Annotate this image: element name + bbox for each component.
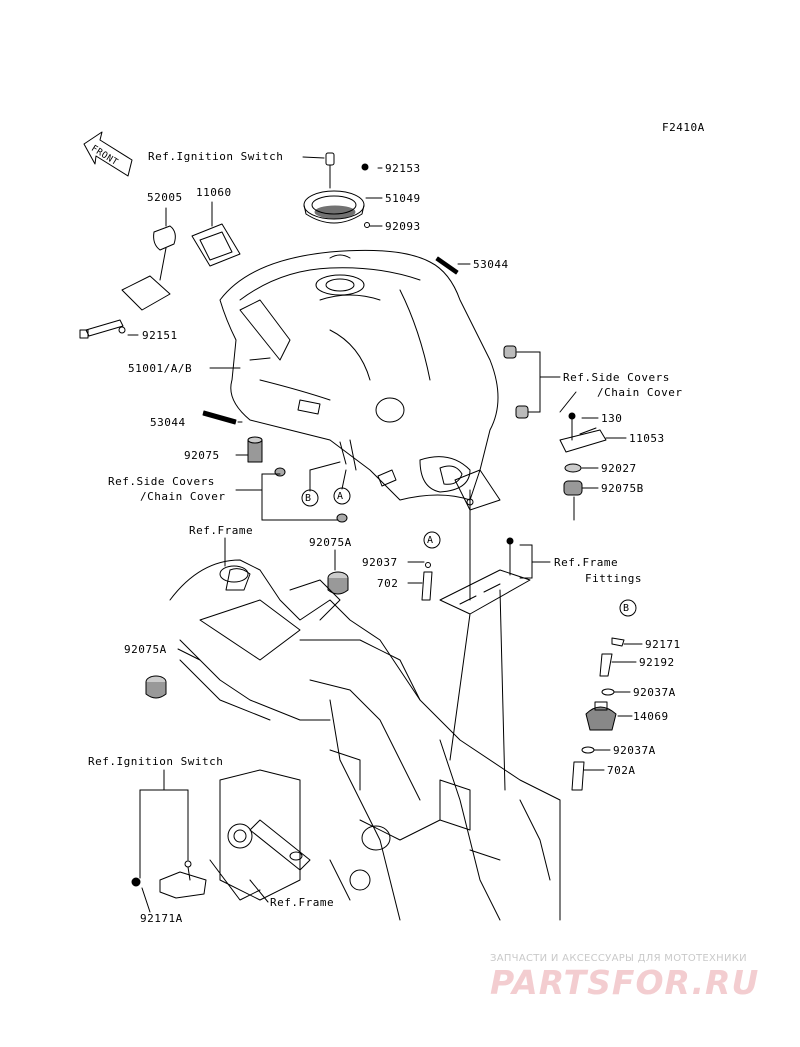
damper-92075A-top-part [327, 571, 349, 595]
part-130: 130 [601, 412, 623, 425]
damper-92075B-part [563, 480, 583, 496]
part-92171: 92171 [645, 638, 681, 651]
callout-b-right-icon [619, 599, 637, 617]
ref-side-covers-left-2: /Chain Cover [140, 490, 226, 503]
part-53044-top: 53044 [473, 258, 509, 271]
callout-a-right-icon [423, 531, 441, 549]
pin-702A-part [571, 761, 585, 791]
frame-bottom-detail-part [209, 769, 311, 901]
part-53044-left: 53044 [150, 416, 186, 429]
tank-bracket-part [421, 489, 531, 791]
damper-92075-part [247, 436, 263, 463]
fuel-tank-part [219, 249, 501, 511]
fuel-sender-part [79, 225, 176, 339]
leader-lines [127, 156, 643, 913]
part-92192: 92192 [639, 656, 675, 669]
part-92075: 92075 [184, 449, 220, 462]
part-92153: 92153 [385, 162, 421, 175]
part-11053: 11053 [629, 432, 665, 445]
pin-92192-part [599, 653, 613, 677]
part-51001: 51001/A/B [128, 362, 193, 375]
callout-a-tank-icon [333, 487, 351, 505]
ref-frame-fittings-2: Fittings [585, 572, 642, 585]
ref-side-covers-right-2: /Chain Cover [597, 386, 683, 399]
part-92093: 92093 [385, 220, 421, 233]
callout-b-tank: B [305, 493, 312, 504]
callout-a-tank: A [337, 491, 344, 502]
figure-code: F2410A [662, 121, 705, 134]
ref-frame-top: Ref.Frame [189, 524, 254, 537]
part-92075B: 92075B [601, 482, 644, 495]
part-92037A-1: 92037A [633, 686, 676, 699]
grommet-right-upper-part [503, 345, 517, 359]
part-92171A: 92171A [140, 912, 183, 925]
fuel-cap-part [303, 152, 370, 228]
callout-b-tank-icon [301, 489, 319, 507]
strip-53044-top-part [435, 256, 459, 275]
bolt-130-part [568, 412, 576, 441]
grommet-right-lower-part [515, 405, 529, 419]
part-92075A-top: 92075A [309, 536, 352, 549]
part-702: 702 [377, 577, 399, 590]
watermark-tagline: ЗАПЧАСТИ И АКСЕССУАРЫ ДЛЯ МОТОТЕХНИКИ [490, 953, 747, 964]
part-92037A-2: 92037A [613, 744, 656, 757]
clip-92171-part [611, 637, 625, 647]
washer-92027-part [564, 463, 582, 473]
ref-frame-bottom: Ref.Frame [270, 896, 335, 909]
part-52005: 52005 [147, 191, 183, 204]
ref-ignition-switch-top: Ref.Ignition Switch [148, 150, 284, 163]
bracket-11053-part [559, 427, 607, 453]
part-92037: 92037 [362, 556, 398, 569]
part-92027: 92027 [601, 462, 637, 475]
gasket-11060-part [191, 223, 241, 267]
part-11060: 11060 [196, 186, 232, 199]
washer-92037A-upper-part [601, 688, 615, 696]
callout-a-right: A [427, 535, 434, 546]
washer-92037A-lower-part [581, 746, 595, 754]
part-14069: 14069 [633, 710, 669, 723]
damper-92075A-left-part [145, 675, 167, 699]
ref-side-covers-right-1: Ref.Side Covers [563, 371, 670, 384]
ref-frame-fittings-1: Ref.Frame [554, 556, 619, 569]
ref-side-covers-left-1: Ref.Side Covers [108, 475, 215, 488]
strip-53044-left-part [202, 410, 237, 425]
frame-part [169, 559, 561, 921]
ignition-switch-part [131, 860, 207, 899]
part-92151: 92151 [142, 329, 178, 342]
watermark-logo: PARTSFOR.RU [490, 963, 760, 1002]
washer-left-part [274, 467, 348, 523]
part-702A: 702A [607, 764, 636, 777]
callout-b-right: B [623, 603, 630, 614]
ref-ignition-switch-bottom: Ref.Ignition Switch [88, 755, 224, 768]
part-51049: 51049 [385, 192, 421, 205]
front-arrow-icon [83, 131, 133, 177]
part-92075A-left: 92075A [124, 643, 167, 656]
damper-14069-part [585, 701, 617, 731]
